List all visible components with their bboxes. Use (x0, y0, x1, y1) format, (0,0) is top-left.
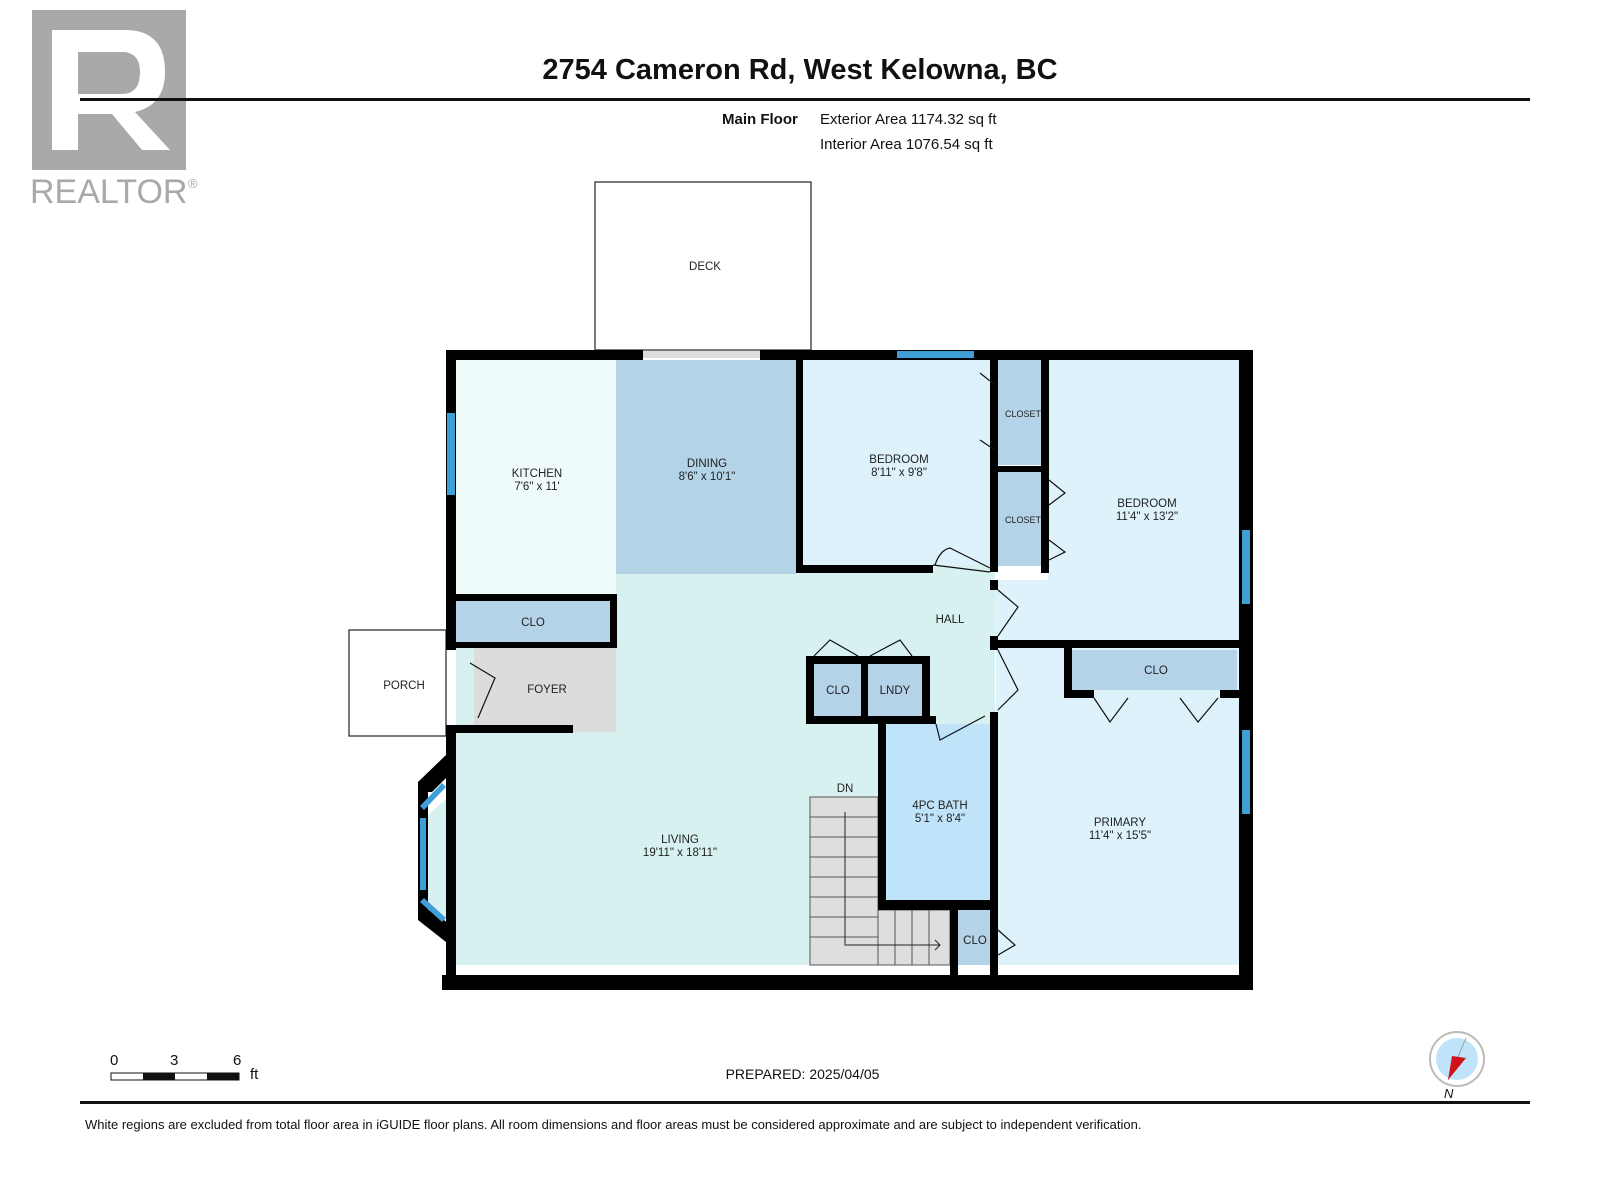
kitchen-closet (456, 600, 610, 642)
stairs (809, 796, 951, 966)
bath (885, 724, 993, 900)
exterior-area: Exterior Area 1174.32 sq ft (820, 111, 997, 128)
footer-divider (80, 1101, 1530, 1104)
windows (420, 351, 1250, 922)
bedroom-1-label: BEDROOM (869, 454, 928, 466)
dining (616, 360, 796, 574)
kitchen (456, 360, 616, 596)
dining-label: DINING (687, 458, 727, 470)
scale-tick-0: 0 (110, 1052, 119, 1069)
bedroom-1-dims: 8'11" x 9'8" (871, 467, 927, 479)
dining-dims: 8'6" x 10'1" (679, 471, 736, 483)
bath-dims: 5'1" x 8'4" (915, 813, 965, 825)
closet-1-label: CLOSET (1005, 409, 1042, 419)
compass-icon (1429, 1031, 1485, 1087)
living-label: LIVING (661, 834, 699, 846)
floor-name: Main Floor (722, 111, 798, 128)
closet-2 (997, 472, 1041, 566)
compass-north-label: N (1444, 1086, 1454, 1101)
disclaimer: White regions are excluded from total fl… (85, 1117, 1142, 1132)
foyer (474, 648, 616, 732)
walls (418, 350, 1253, 990)
scale-tick-6: 6 (233, 1052, 242, 1069)
bedroom-2 (1048, 360, 1239, 640)
svg-text:®: ® (188, 176, 198, 191)
porch (348, 629, 447, 737)
hall-closet-label: CLO (826, 685, 850, 697)
bedroom-1 (802, 360, 990, 565)
foyer-label: FOYER (527, 684, 567, 696)
deck-label: DECK (689, 261, 721, 273)
bath-closet (955, 910, 991, 965)
closet-1 (997, 360, 1041, 465)
laundry (868, 664, 922, 716)
realtor-logo: REALTOR ® (30, 10, 210, 220)
scale-tick-3: 3 (170, 1052, 179, 1069)
bath-closet-label: CLO (963, 935, 987, 947)
deck (594, 181, 812, 351)
doors (469, 351, 1219, 956)
page-title: 2754 Cameron Rd, West Kelowna, BC (542, 54, 1058, 86)
kitchen-closet-label: CLO (521, 617, 545, 629)
closet-2-label: CLOSET (1005, 515, 1042, 525)
primary (996, 648, 1239, 965)
bedroom-2-label: BEDROOM (1117, 498, 1176, 510)
logo-text: REALTOR (30, 173, 187, 211)
stairs-label: DN (837, 783, 854, 795)
laundry-label: LNDY (880, 685, 911, 697)
kitchen-dims: 7'6" x 11' (514, 481, 559, 493)
interior-area: Interior Area 1076.54 sq ft (820, 136, 993, 153)
scale-bar (110, 1072, 240, 1081)
primary-closet (1072, 650, 1237, 690)
hall-label: HALL (936, 614, 965, 626)
primary-dims: 11'4" x 15'5" (1089, 830, 1151, 842)
hall-closet (814, 664, 861, 716)
primary-label: PRIMARY (1094, 817, 1147, 829)
living-dims: 19'11" x 18'11" (643, 847, 717, 859)
porch-label: PORCH (383, 680, 425, 692)
header-divider (80, 98, 1530, 101)
bedroom-2-dims: 11'4" x 13'2" (1116, 511, 1178, 523)
bath-label: 4PC BATH (912, 800, 967, 812)
kitchen-label: KITCHEN (512, 468, 562, 480)
primary-closet-label: CLO (1144, 665, 1168, 677)
prepared-date: PREPARED: 2025/04/05 (725, 1066, 880, 1082)
scale-unit: ft (250, 1066, 259, 1083)
